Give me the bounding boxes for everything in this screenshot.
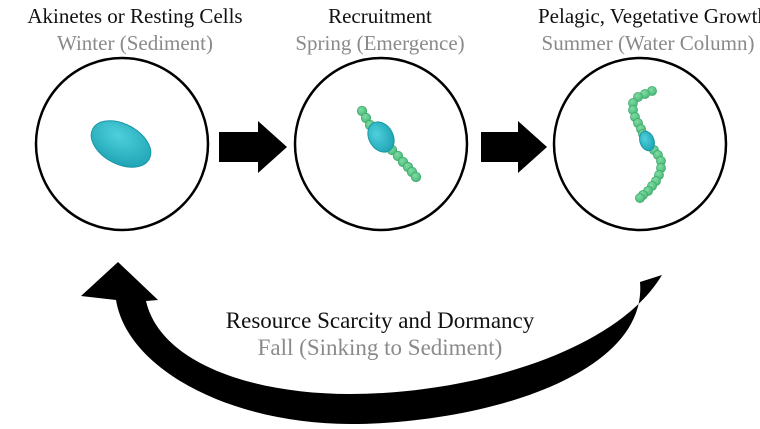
return-arrow-subtitle: Fall (Sinking to Sediment) xyxy=(257,335,503,360)
stage-title-summer: Pelagic, Vegetative Growth xyxy=(538,4,760,28)
germinating-akinete xyxy=(367,121,395,153)
return-arrow-title: Resource Scarcity and Dormancy xyxy=(225,308,535,333)
stage-title-winter: Akinetes or Resting Cells xyxy=(27,4,243,28)
vegetative-cell xyxy=(410,171,422,183)
heterocyst-cell xyxy=(639,130,655,152)
stage-subtitle-winter: Winter (Sediment) xyxy=(56,31,214,55)
akinete-cell xyxy=(90,120,152,168)
vegetative-cell xyxy=(635,193,645,203)
recruitment-filament xyxy=(356,105,422,183)
arrow-spring-to-summer xyxy=(481,121,547,173)
return-arrow-fall xyxy=(81,262,662,424)
vegetative-filament xyxy=(628,86,666,203)
stage-circle-summer xyxy=(552,56,728,232)
stage-title-spring: Recruitment xyxy=(328,4,432,28)
stage-subtitle-summer: Summer (Water Column) xyxy=(541,31,755,55)
arrow-winter-to-spring xyxy=(219,121,287,173)
stage-subtitle-spring: Spring (Emergence) xyxy=(295,31,465,55)
